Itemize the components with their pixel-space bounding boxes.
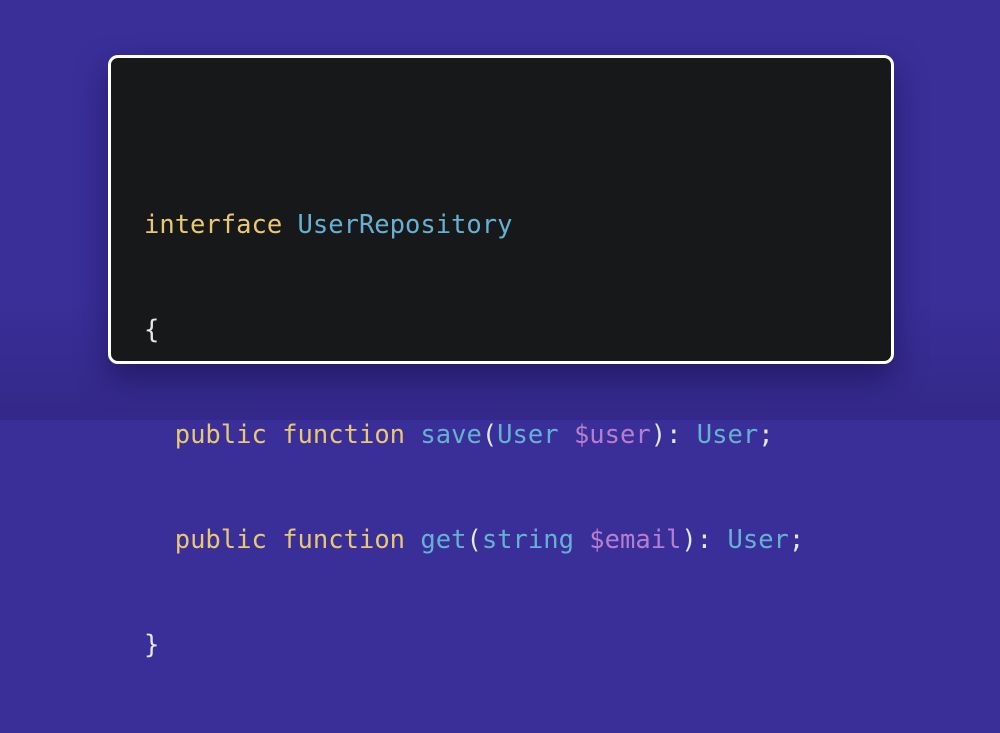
punct-token: ): <box>681 525 728 555</box>
space-token <box>282 210 297 240</box>
keyword-token: public <box>174 420 267 450</box>
return-type-token: User <box>727 525 789 555</box>
type-token: string <box>481 525 574 555</box>
semicolon-token: ; <box>788 525 805 555</box>
space-token <box>267 525 282 555</box>
indent-token <box>144 525 175 555</box>
function-name-token: save <box>420 420 482 450</box>
code-line-open-brace: { <box>144 313 804 348</box>
return-type-token: User <box>696 420 759 450</box>
variable-token: $user <box>573 420 651 450</box>
space-token <box>267 420 282 450</box>
punct-token: ( <box>466 525 482 555</box>
punct-token: ( <box>481 420 498 450</box>
keyword-token: interface <box>144 210 283 240</box>
function-name-token: get <box>420 525 467 555</box>
open-brace-token: { <box>144 315 160 345</box>
variable-token: $email <box>589 525 682 555</box>
code-block: interface UserRepository { public functi… <box>144 138 804 733</box>
keyword-token: function <box>282 420 406 450</box>
type-token: UserRepository <box>297 210 513 240</box>
space-token <box>405 420 420 450</box>
code-line-close-brace: } <box>144 628 804 663</box>
code-line-save-method: public function save(User $user): User; <box>144 418 804 453</box>
indent-token <box>144 420 175 450</box>
space-token <box>574 525 589 555</box>
space-token <box>405 525 420 555</box>
keyword-token: function <box>282 525 406 555</box>
space-token <box>559 420 574 450</box>
punct-token: ): <box>650 420 697 450</box>
code-snippet-card: interface UserRepository { public functi… <box>108 55 894 660</box>
code-line-interface-declaration: interface UserRepository <box>144 208 804 243</box>
semicolon-token: ; <box>758 420 774 450</box>
close-brace-token: } <box>144 630 160 660</box>
code-line-get-method: public function get(string $email): User… <box>144 523 805 558</box>
type-token: User <box>497 420 559 450</box>
keyword-token: public <box>174 525 267 555</box>
